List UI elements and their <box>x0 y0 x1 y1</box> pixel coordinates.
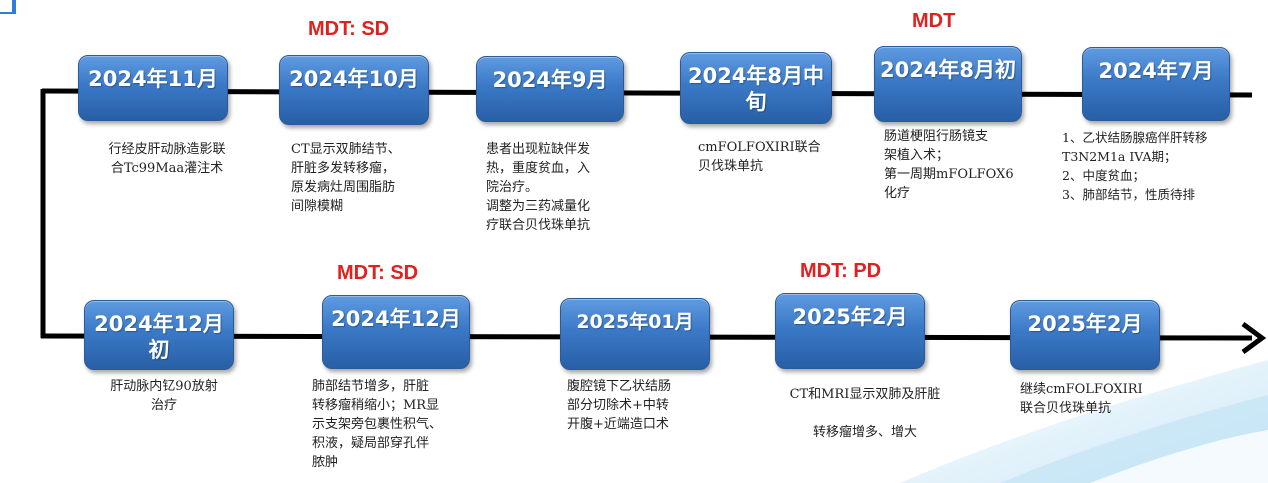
event-desc-2025-01: 腹腔镜下乙状结肠 部分切除术+中转 开腹+近端造口术 <box>567 379 672 432</box>
date-box-2024-08-mid: 2024年8月中旬 <box>680 52 832 124</box>
event-desc-2024-11: 行经皮肝动脉造影联 合Tc99Maa灌注术 <box>108 142 226 176</box>
event-desc-2024-12-early: 肝动脉内钇90放射 治疗 <box>110 379 218 413</box>
date-box-2024-08-early: 2024年8月初 <box>874 46 1022 122</box>
mdt-label-2025-02-pd: MDT: PD <box>800 260 882 282</box>
top-timeline-line <box>41 88 1253 98</box>
arrow-head-icon <box>1241 321 1267 355</box>
event-desc-2025-02-a: CT和MRI显示双肺及肝脏 转移瘤增多、增大 <box>789 387 941 440</box>
event-desc-2024-10: CT显示双肺结节、 肝脏多发转移瘤， 原发病灶周围脂肪 间隙模糊 <box>291 142 401 214</box>
date-box-2024-12-early: 2024年12月初 <box>84 300 234 370</box>
date-box-2024-11: 2024年11月 <box>78 55 228 121</box>
date-box-2025-01: 2025年01月 <box>560 298 710 370</box>
date-box-2025-02-a: 2025年2月 <box>775 293 925 369</box>
date-box-2024-07: 2024年7月 <box>1082 47 1230 121</box>
date-box-2024-10: 2024年10月 <box>279 55 429 125</box>
event-desc-2025-02-b: 继续cmFOLFOXIRI 联合贝伐珠单抗 <box>1020 382 1143 416</box>
event-desc-2024-07: 1、乙状结肠腺癌伴肝转移 T3N2M1a IVA期； 2、中度贫血； 3、肺部结… <box>1062 130 1208 202</box>
date-box-2024-09: 2024年9月 <box>476 56 624 122</box>
mdt-label-2024-08-early: MDT <box>912 10 956 32</box>
event-desc-2024-09: 患者出现粒缺伴发 热，重度贫血，入 院治疗。 调整为三药减量化 疗联合贝伐珠单抗 <box>486 142 591 233</box>
date-box-2025-02-b: 2025年2月 <box>1010 300 1160 370</box>
event-desc-2024-08-early: 肠道梗阻行肠镜支 架植入术； 第一周期mFOLFOX6 化疗 <box>884 129 1014 201</box>
date-box-2024-12: 2024年12月 <box>322 295 470 369</box>
corner-mark <box>0 0 16 14</box>
event-desc-2024-08-mid: cmFOLFOXIRI联合 贝伐珠单抗 <box>698 140 821 174</box>
event-desc-2024-12: 肺部结节增多，肝脏 转移瘤稍缩小；MR显 示支架旁包裹性积气、 积液，疑局部穿孔… <box>312 379 443 470</box>
mdt-label-2024-12: MDT: SD <box>337 262 419 284</box>
mdt-label-2024-10: MDT: SD <box>308 18 390 40</box>
